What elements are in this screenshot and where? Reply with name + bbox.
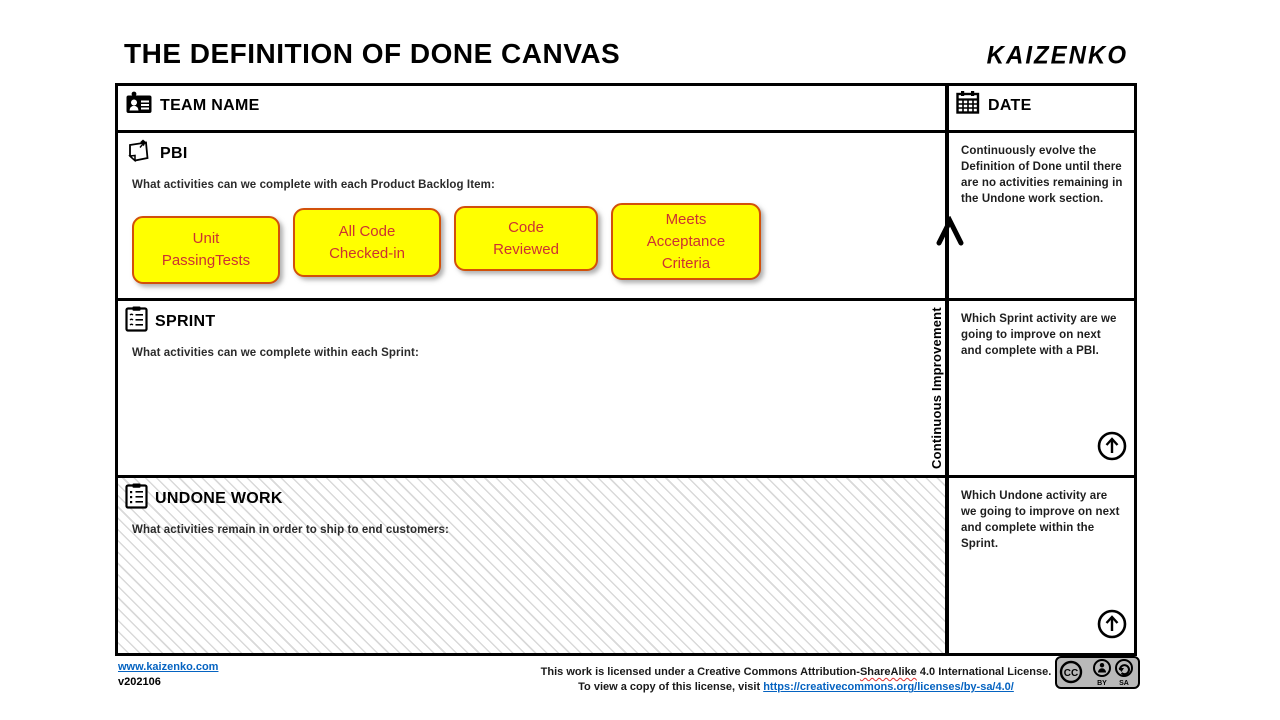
sprint-prompt: What activities can we complete within e… (132, 347, 419, 359)
id-badge-icon (125, 91, 153, 120)
undone-improve-cell: Which Undone activity are we going to im… (949, 478, 1134, 653)
sticky-note-pin-icon (125, 138, 153, 169)
pbi-prompt: What activities can we complete with eac… (132, 179, 495, 191)
up-arrowhead-icon (935, 215, 965, 253)
evolve-note-cell: Continuously evolve the Definition of Do… (949, 133, 1134, 301)
cc-icon: CC (1064, 668, 1078, 679)
team-name-cell[interactable]: TEAM NAME (118, 86, 949, 133)
undone-work-label: UNDONE WORK (155, 489, 283, 507)
pbi-section[interactable]: PBI What activities can we complete with… (118, 133, 949, 301)
license-line-2: To view a copy of this license, visit ht… (540, 680, 1052, 695)
license-text: This work is licensed under a Creative C… (540, 665, 1052, 696)
sticky-note-meets-acceptance-criteria[interactable]: Meets Acceptance Criteria (611, 203, 761, 281)
undone-work-section[interactable]: UNDONE WORK What activities remain in or… (118, 478, 949, 653)
definition-of-done-canvas: TEAM NAME DATE (115, 83, 1137, 656)
cc-by-sa-badge: CC BY SA (1055, 656, 1140, 689)
creative-commons-license-link[interactable]: https://creativecommons.org/licenses/by-… (763, 681, 1014, 694)
license-line1-suffix: 4.0 International License. (916, 666, 1052, 678)
sticky-note-unit-passing-tests[interactable]: Unit PassingTests (132, 216, 280, 284)
license-line1-prefix: This work is licensed under a Creative C… (540, 666, 860, 678)
date-label: DATE (988, 96, 1032, 114)
sprint-section[interactable]: SPRINT What activities can we complete w… (118, 301, 949, 478)
cc-sa-icon (1115, 659, 1133, 677)
undone-improve-text: Which Undone activity are we going to im… (961, 490, 1120, 550)
sa-label: SA (1119, 680, 1129, 687)
kaizenko-website-link[interactable]: www.kaizenko.com (118, 661, 219, 673)
by-label: BY (1097, 680, 1107, 687)
clipboard-list-icon (125, 483, 148, 514)
pbi-label: PBI (160, 144, 188, 162)
undone-prompt: What activities remain in order to ship … (132, 524, 449, 536)
sticky-note-all-code-checked-in[interactable]: All Code Checked-in (293, 208, 441, 277)
pbi-notes: Unit PassingTests All Code Checked-in Co… (132, 203, 945, 284)
calendar-icon (956, 90, 981, 120)
kaizenko-logo: Kaizenko (986, 41, 1128, 70)
circled-up-arrow-icon (1096, 608, 1128, 645)
license-line-1: This work is licensed under a Creative C… (540, 665, 1052, 680)
date-cell[interactable]: DATE (949, 86, 1134, 133)
version-label: v202106 (118, 676, 161, 688)
sprint-improve-cell: Which Sprint activity are we going to im… (949, 301, 1134, 478)
evolve-note-text: Continuously evolve the Definition of Do… (961, 145, 1123, 205)
sticky-note-code-reviewed[interactable]: Code Reviewed (454, 206, 598, 271)
cc-by-icon (1093, 659, 1111, 677)
page-title: THE DEFINITION OF DONE CANVAS (124, 38, 621, 69)
clipboard-list-icon (125, 306, 148, 337)
license-line2-prefix: To view a copy of this license, visit (578, 681, 764, 694)
team-name-label: TEAM NAME (160, 96, 260, 114)
sprint-improve-text: Which Sprint activity are we going to im… (961, 313, 1117, 357)
license-sharealike: ShareAlike (859, 666, 917, 678)
circled-up-arrow-icon (1096, 430, 1128, 467)
continuous-improvement-label: Continuous Improvement (929, 307, 944, 469)
sprint-label: SPRINT (155, 312, 216, 330)
